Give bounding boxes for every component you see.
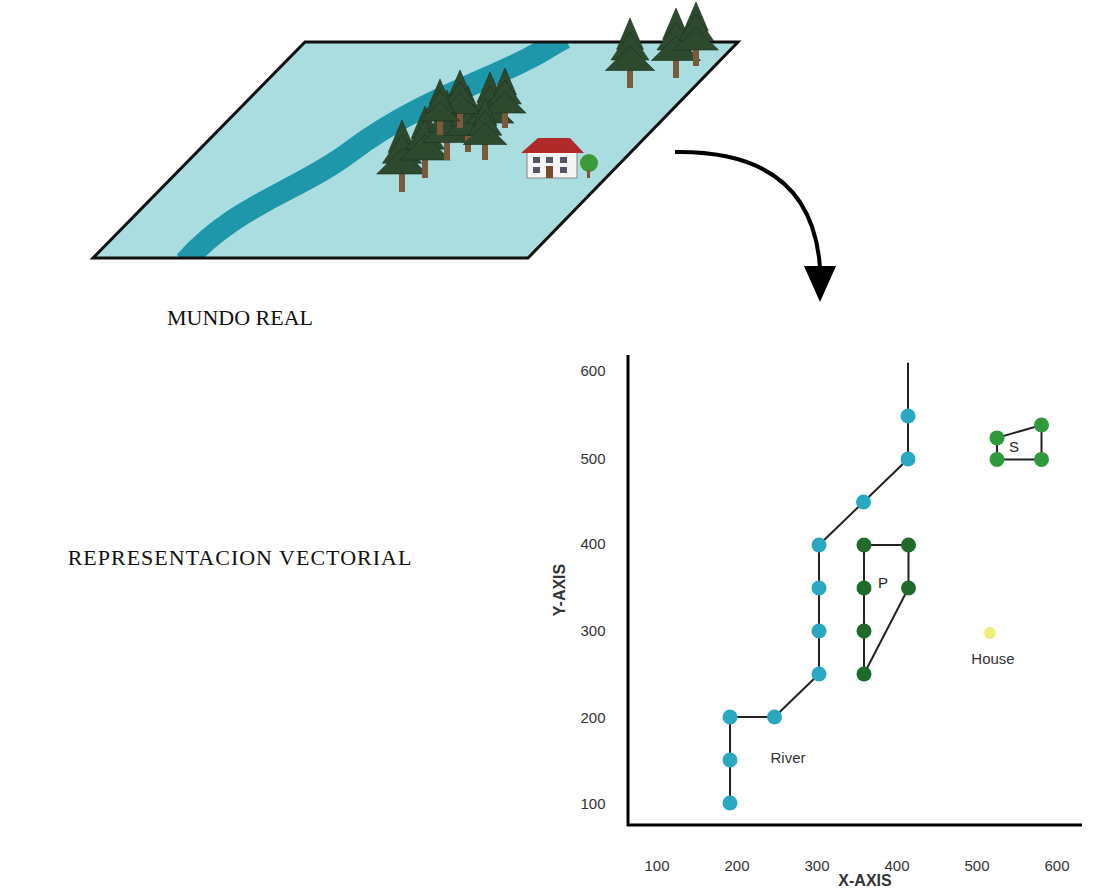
tick-label: 400 — [580, 535, 605, 552]
river-vertex — [901, 409, 916, 424]
polygon-vertex — [990, 430, 1005, 445]
feature-label: River — [770, 749, 805, 766]
tick-label: 500 — [580, 450, 605, 467]
tick-label: 200 — [724, 857, 749, 874]
house-illustration — [521, 138, 598, 178]
tree — [605, 18, 654, 88]
polygon-vertex — [901, 538, 916, 553]
tick-label: 600 — [580, 362, 605, 379]
forest — [377, 2, 719, 192]
tick-label: 300 — [580, 622, 605, 639]
tick-label: 100 — [644, 857, 669, 874]
tick-label: 300 — [804, 857, 829, 874]
polygon-feature: S — [988, 416, 1051, 468]
x-axis — [627, 824, 1082, 827]
polygon-vertex — [901, 581, 916, 596]
section-label: MUNDO REAL — [167, 305, 313, 331]
tick-label: 600 — [1044, 857, 1069, 874]
feature-label: House — [971, 650, 1014, 667]
section-label: REPRESENTACION VECTORIAL — [68, 545, 413, 571]
polygon-vertex — [856, 667, 871, 682]
feature-id: P — [878, 574, 888, 591]
ground-plane — [93, 42, 738, 258]
polygon-vertex — [1034, 451, 1049, 466]
house-point — [984, 627, 996, 639]
river-vertex — [812, 667, 827, 682]
y-axis — [627, 355, 630, 826]
polygon-vertex — [856, 538, 871, 553]
curved-arrow — [675, 152, 820, 268]
polygon-edge — [997, 425, 1042, 459]
river-vertex — [812, 538, 827, 553]
tree — [420, 79, 459, 135]
river-vertex — [856, 495, 871, 510]
polygon-vertex — [856, 624, 871, 639]
tick-label: 100 — [580, 795, 605, 812]
axis-title: X-AXIS — [838, 872, 891, 890]
polygon-vertex — [990, 451, 1005, 466]
ground-outline — [93, 42, 738, 258]
polygon-edge — [864, 545, 909, 674]
tree — [463, 98, 507, 160]
polygon-feature: P — [855, 536, 918, 683]
tick-label: 400 — [884, 857, 909, 874]
tick-label: 200 — [580, 709, 605, 726]
axis-title: Y-AXIS — [551, 564, 569, 616]
polygon-vertex — [1034, 417, 1049, 432]
river-vertex — [723, 710, 738, 725]
river-vertex — [901, 452, 916, 467]
polygon-vertex — [856, 581, 871, 596]
polygon-outline — [855, 536, 918, 683]
feature-id: S — [1009, 437, 1019, 454]
polygon-outline — [988, 416, 1051, 468]
river-band — [185, 38, 565, 262]
river-vertex — [812, 624, 827, 639]
tree — [673, 2, 718, 66]
river-line — [730, 363, 908, 803]
river-vertex — [767, 710, 782, 725]
arrow-head — [804, 266, 836, 302]
river-vertex — [723, 796, 738, 811]
river-vertex — [723, 753, 738, 768]
tick-label: 500 — [964, 857, 989, 874]
river-vertex — [812, 581, 827, 596]
